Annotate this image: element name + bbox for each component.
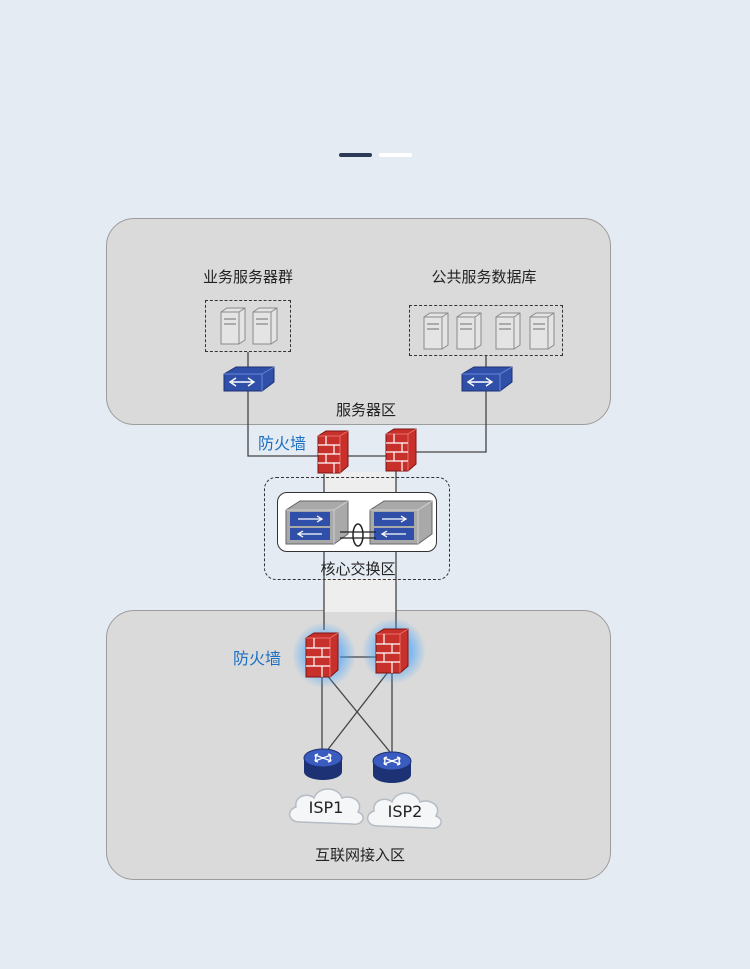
core-zone: [264, 477, 450, 580]
router-icon: [303, 748, 343, 780]
core-switch-icon: [369, 500, 433, 545]
router-icon: [372, 751, 412, 783]
server-icon: [456, 312, 482, 350]
server-zone-label: 服务器区: [335, 401, 397, 419]
access-switch-icon: [223, 366, 275, 392]
server-icon: [220, 307, 246, 345]
cloud-icon: [366, 792, 442, 829]
core-switch-icon: [285, 500, 349, 545]
server-firewall-label: 防火墙: [258, 434, 307, 453]
firewall-icon: [317, 430, 349, 474]
server-zone: [106, 218, 611, 425]
server-icon: [252, 307, 278, 345]
public-db-label: 公共服务数据库: [431, 268, 537, 286]
page-indicator-inactive[interactable]: [379, 153, 412, 157]
server-icon: [495, 312, 521, 350]
business-servers-group: [205, 300, 291, 352]
firewall-icon: [362, 618, 426, 684]
cloud-icon: [288, 788, 364, 825]
firewall-icon: [292, 622, 356, 688]
internet-firewall-label: 防火墙: [233, 649, 282, 668]
internet-zone: [106, 610, 611, 880]
access-switch-icon: [461, 366, 513, 392]
link-aggregation-icon: [340, 523, 376, 547]
page-indicator-active[interactable]: [339, 153, 372, 157]
firewall-icon: [385, 428, 417, 472]
server-icon: [423, 312, 449, 350]
public-db-group: [409, 305, 563, 356]
isp2-label: ISP2: [387, 802, 423, 821]
isp1-label: ISP1: [308, 798, 344, 817]
core-zone-label: 核心交换区: [320, 560, 396, 578]
internet-zone-label: 互联网接入区: [314, 846, 406, 864]
business-servers-label: 业务服务器群: [202, 268, 294, 286]
server-icon: [529, 312, 555, 350]
